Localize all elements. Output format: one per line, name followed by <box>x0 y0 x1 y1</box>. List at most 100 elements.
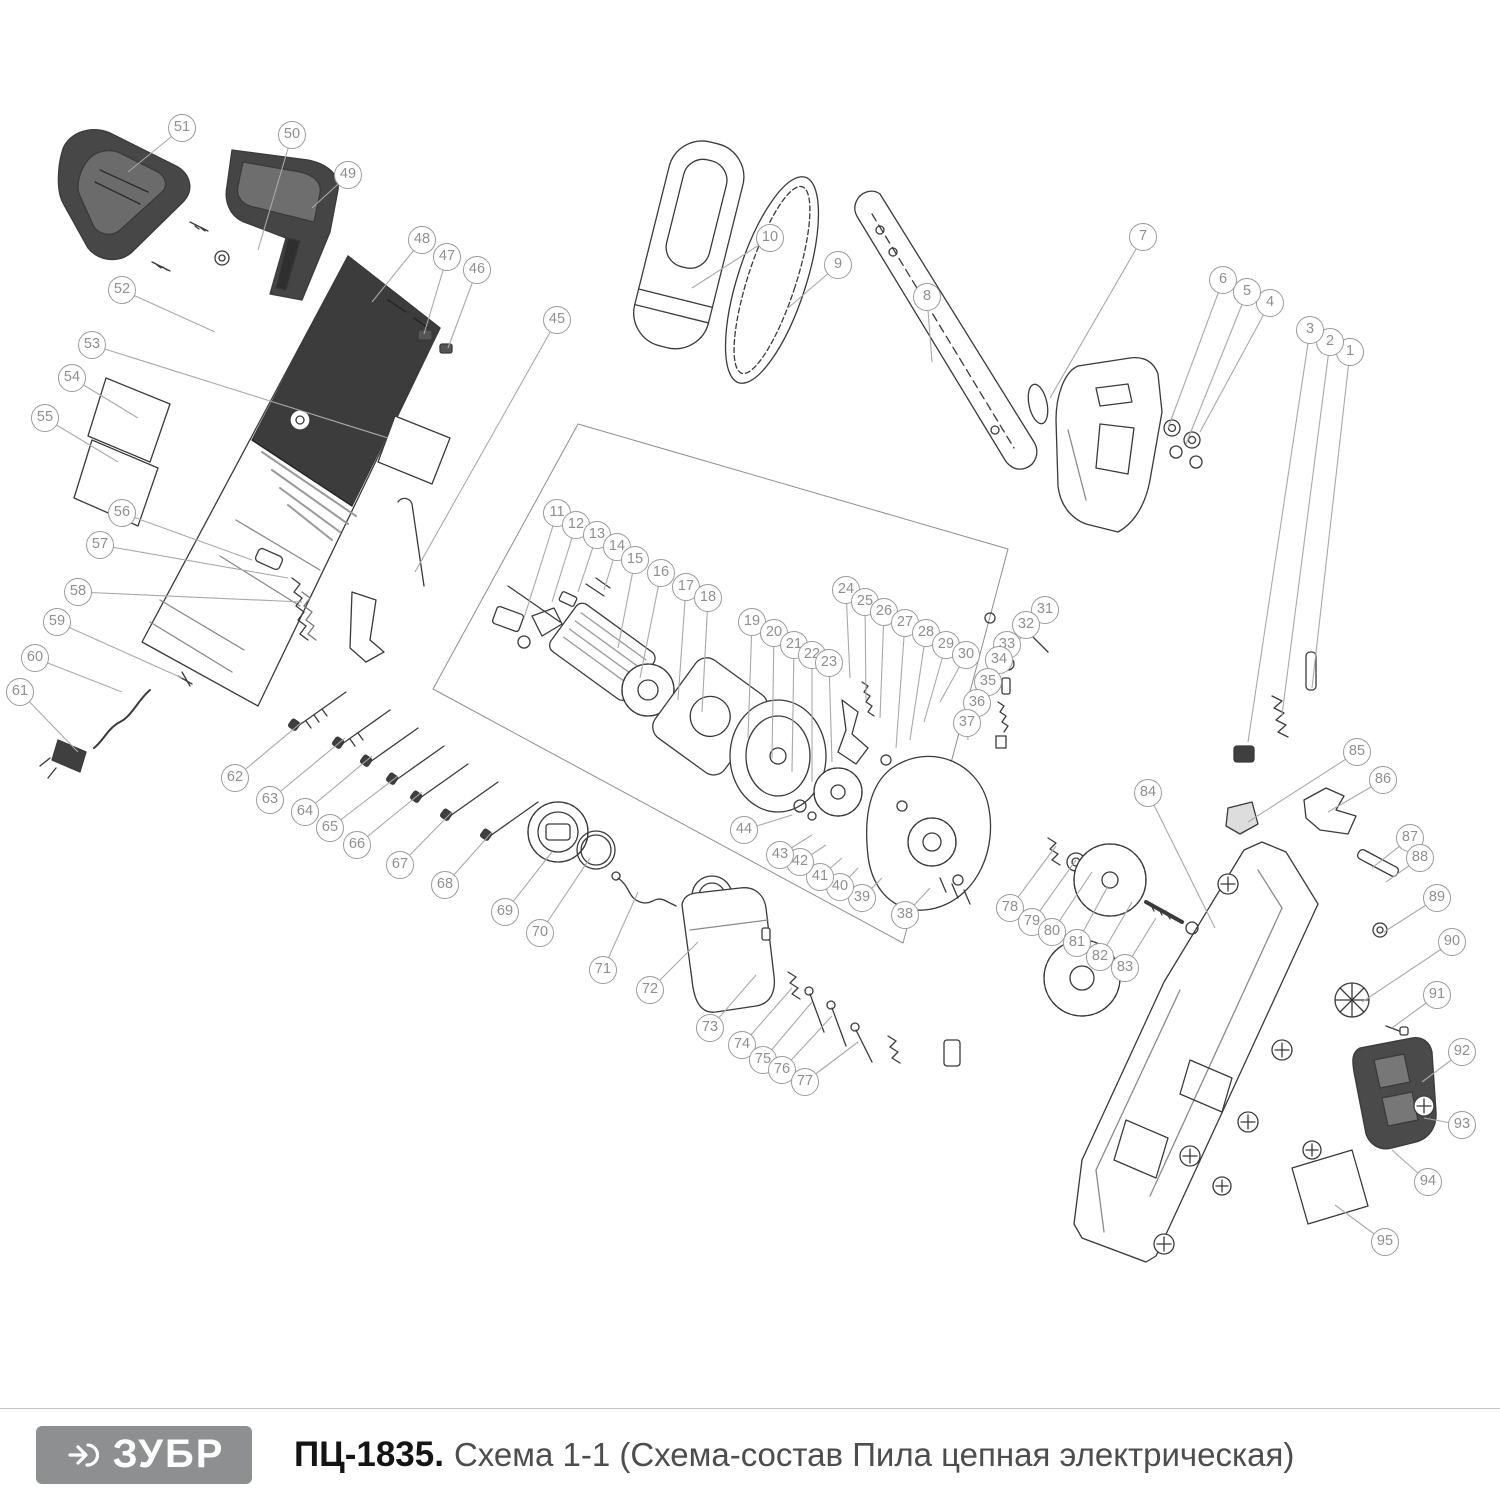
callout-6: 6 <box>1209 266 1237 294</box>
callout-32: 32 <box>1012 611 1040 639</box>
footer: ЗУБР ПЦ-1835.Схема 1-1 (Схема-состав Пил… <box>0 1408 1500 1500</box>
callout-58: 58 <box>64 578 92 606</box>
chain-scabbard-drawing <box>633 140 745 350</box>
tensioner-bracket-drawing <box>1352 1036 1437 1150</box>
callout-46: 46 <box>463 256 491 284</box>
o-ring-drawing <box>576 830 616 870</box>
switch-parts-drawing <box>491 577 611 649</box>
callout-5: 5 <box>1233 278 1261 306</box>
rotor-drawing <box>507 585 675 717</box>
callout-95: 95 <box>1371 1228 1399 1256</box>
callout-45: 45 <box>543 306 571 334</box>
small-screws-drawing <box>787 971 961 1067</box>
callout-44: 44 <box>730 816 758 844</box>
fan-disc-drawing <box>813 767 863 817</box>
clutch-stack-drawing <box>1047 837 1199 935</box>
callout-34: 34 <box>985 646 1013 674</box>
callout-71: 71 <box>589 956 617 984</box>
oil-cap-drawing <box>527 801 589 863</box>
label-sticker-drawing <box>1291 1149 1369 1225</box>
callout-69: 69 <box>491 898 519 926</box>
callout-30: 30 <box>952 641 980 669</box>
callout-65: 65 <box>316 814 344 842</box>
brake-lever-drawing <box>837 681 892 766</box>
callout-91: 91 <box>1423 981 1451 1009</box>
callout-38: 38 <box>891 901 919 929</box>
callout-66: 66 <box>343 831 371 859</box>
schema-caption: ПЦ-1835.Схема 1-1 (Схема-состав Пила цеп… <box>294 1435 1294 1475</box>
callout-8: 8 <box>913 283 941 311</box>
tensioner-hardware-drawing <box>1233 651 1317 763</box>
callout-89: 89 <box>1423 884 1451 912</box>
motor-assembly-box <box>432 423 1009 944</box>
callout-80: 80 <box>1038 918 1066 946</box>
callout-57: 57 <box>86 531 114 559</box>
callout-73: 73 <box>696 1014 724 1042</box>
callout-56: 56 <box>108 499 136 527</box>
oil-hose-drawing <box>611 871 677 907</box>
callout-37: 37 <box>953 709 981 737</box>
callout-52: 52 <box>108 276 136 304</box>
zubr-logo-text: ЗУБР <box>112 1432 225 1476</box>
callout-72: 72 <box>636 976 664 1004</box>
callout-94: 94 <box>1414 1168 1442 1196</box>
zubr-logo-emblem <box>67 1442 99 1467</box>
callout-43: 43 <box>766 841 794 869</box>
callout-19: 19 <box>738 608 766 636</box>
motor-housing-drawing <box>141 255 453 707</box>
callout-84: 84 <box>1134 779 1162 807</box>
crankcase-drawing <box>866 755 992 911</box>
callout-70: 70 <box>526 919 554 947</box>
callout-3: 3 <box>1296 316 1324 344</box>
callout-54: 54 <box>58 364 86 392</box>
callout-82: 82 <box>1086 943 1114 971</box>
callout-93: 93 <box>1448 1111 1476 1139</box>
callout-50: 50 <box>278 121 306 149</box>
sprocket-cover-drawing <box>1027 356 1203 533</box>
small-parts-left-drawing <box>39 497 425 779</box>
callout-85: 85 <box>1343 738 1371 766</box>
callout-55: 55 <box>31 404 59 432</box>
callout-10: 10 <box>756 224 784 252</box>
callout-15: 15 <box>621 546 649 574</box>
callout-67: 67 <box>386 851 414 879</box>
callout-92: 92 <box>1448 1038 1476 1066</box>
callout-62: 62 <box>221 764 249 792</box>
callout-47: 47 <box>433 243 461 271</box>
callout-61: 61 <box>6 678 34 706</box>
schema-title: Схема 1-1 (Схема-состав Пила цепная элек… <box>453 1435 1295 1473</box>
callout-90: 90 <box>1438 928 1466 956</box>
callout-59: 59 <box>43 608 71 636</box>
callout-9: 9 <box>824 251 852 279</box>
callout-16: 16 <box>647 559 675 587</box>
pin-small-drawing <box>1385 1025 1409 1036</box>
zubr-logo: ЗУБР <box>36 1425 252 1484</box>
callout-60: 60 <box>21 644 49 672</box>
callout-7: 7 <box>1129 223 1157 251</box>
callout-23: 23 <box>815 649 843 677</box>
guide-bar-drawing <box>854 190 1038 470</box>
callout-48: 48 <box>408 226 436 254</box>
screw-heads-drawing <box>1153 873 1435 1255</box>
leader-lines <box>19 127 1463 1243</box>
impeller-drawing <box>1334 982 1370 1018</box>
chain-drawing <box>724 176 820 384</box>
callout-83: 83 <box>1111 954 1139 982</box>
callout-88: 88 <box>1406 844 1434 872</box>
callout-53: 53 <box>78 331 106 359</box>
callout-77: 77 <box>791 1068 819 1096</box>
callout-86: 86 <box>1369 766 1397 794</box>
callout-74: 74 <box>728 1031 756 1059</box>
label-plates-drawing <box>73 377 451 527</box>
rear-handle-drawing <box>57 129 230 272</box>
front-handle-drawing <box>225 149 339 301</box>
chain-catcher-drawing <box>1225 801 1259 835</box>
model-number: ПЦ-1835. <box>294 1434 444 1474</box>
callout-49: 49 <box>334 161 362 189</box>
motor-endbell-drawing <box>729 699 827 821</box>
callout-68: 68 <box>431 871 459 899</box>
callout-64: 64 <box>291 798 319 826</box>
callout-63: 63 <box>256 786 284 814</box>
